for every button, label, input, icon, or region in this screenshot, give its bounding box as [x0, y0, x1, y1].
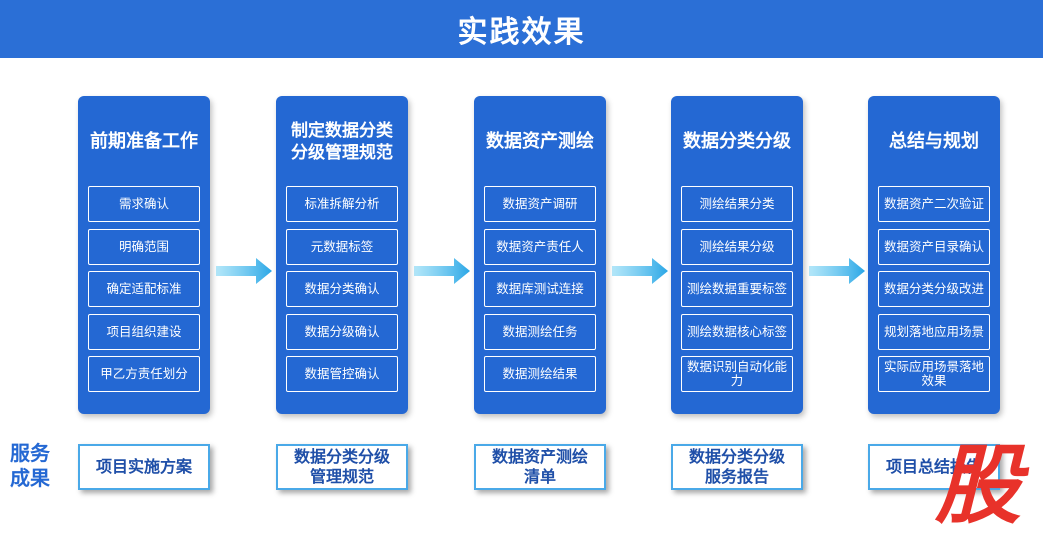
- result-box-3: 数据资产测绘清单: [474, 444, 606, 490]
- stage-column-2: 制定数据分类分级管理规范 标准拆解分析 元数据标签 数据分类确认 数据分级确认 …: [276, 96, 408, 414]
- stage-item: 数据资产责任人: [484, 228, 596, 265]
- stage-item: 数据库测试连接: [484, 271, 596, 307]
- arrow-right-icon: [414, 258, 470, 284]
- arrow-right-icon: [612, 258, 668, 284]
- stage-item: 实际应用场景落地效果: [878, 356, 990, 392]
- stage-item: 数据分类确认: [286, 271, 398, 307]
- title-banner: 实践效果: [0, 0, 1043, 58]
- stage-item: 测绘结果分类: [681, 186, 793, 222]
- stage-item: 测绘数据核心标签: [681, 313, 793, 350]
- stage-item: 数据资产调研: [484, 186, 596, 222]
- stage-item: 甲乙方责任划分: [88, 356, 200, 392]
- watermark-logo: 股: [935, 436, 1021, 536]
- stage-item: 确定适配标准: [88, 271, 200, 307]
- service-results-label: 服务成果: [10, 441, 50, 490]
- result-box-5: 项目总结报告: [868, 444, 1000, 490]
- stage-item: 测绘结果分级: [681, 228, 793, 265]
- arrow-right-icon: [809, 258, 865, 284]
- stage-item: 需求确认: [88, 186, 200, 222]
- stage-title: 制定数据分类分级管理规范: [291, 121, 393, 163]
- stage-title: 前期准备工作: [90, 131, 198, 152]
- stage-item: 数据资产目录确认: [878, 228, 990, 265]
- stage-column-3: 数据资产测绘 数据资产调研 数据资产责任人 数据库测试连接 数据测绘任务 数据测…: [474, 96, 606, 414]
- stage-item: 数据资产二次验证: [878, 186, 990, 222]
- page-title: 实践效果: [457, 15, 586, 50]
- result-box-4: 数据分类分级服务报告: [671, 444, 803, 490]
- stage-item: 数据识别自动化能力: [681, 356, 793, 392]
- stage-item: 数据测绘任务: [484, 313, 596, 350]
- stage-item: 数据分类分级改进: [878, 271, 990, 307]
- stage-item: 数据分级确认: [286, 313, 398, 350]
- stage-item: 规划落地应用场景: [878, 313, 990, 350]
- stage-column-4: 数据分类分级 测绘结果分类 测绘结果分级 测绘数据重要标签 测绘数据核心标签 数…: [671, 96, 803, 414]
- result-box-1: 项目实施方案: [78, 444, 210, 490]
- stage-column-1: 前期准备工作 需求确认 明确范围 确定适配标准 项目组织建设 甲乙方责任划分: [78, 96, 210, 414]
- stage-item: 数据测绘结果: [484, 356, 596, 392]
- stage-item: 明确范围: [88, 228, 200, 265]
- stage-item: 项目组织建设: [88, 313, 200, 350]
- stage-title: 数据资产测绘: [486, 131, 594, 152]
- stage-item: 元数据标签: [286, 228, 398, 265]
- stage-column-5: 总结与规划 数据资产二次验证 数据资产目录确认 数据分类分级改进 规划落地应用场…: [868, 96, 1000, 414]
- stage-item: 数据管控确认: [286, 356, 398, 392]
- result-box-2: 数据分类分级管理规范: [276, 444, 408, 490]
- arrow-right-icon: [216, 258, 272, 284]
- stage-title: 数据分类分级: [683, 131, 791, 152]
- stage-title: 总结与规划: [889, 131, 979, 152]
- stage-item: 标准拆解分析: [286, 186, 398, 222]
- stage-item: 测绘数据重要标签: [681, 271, 793, 307]
